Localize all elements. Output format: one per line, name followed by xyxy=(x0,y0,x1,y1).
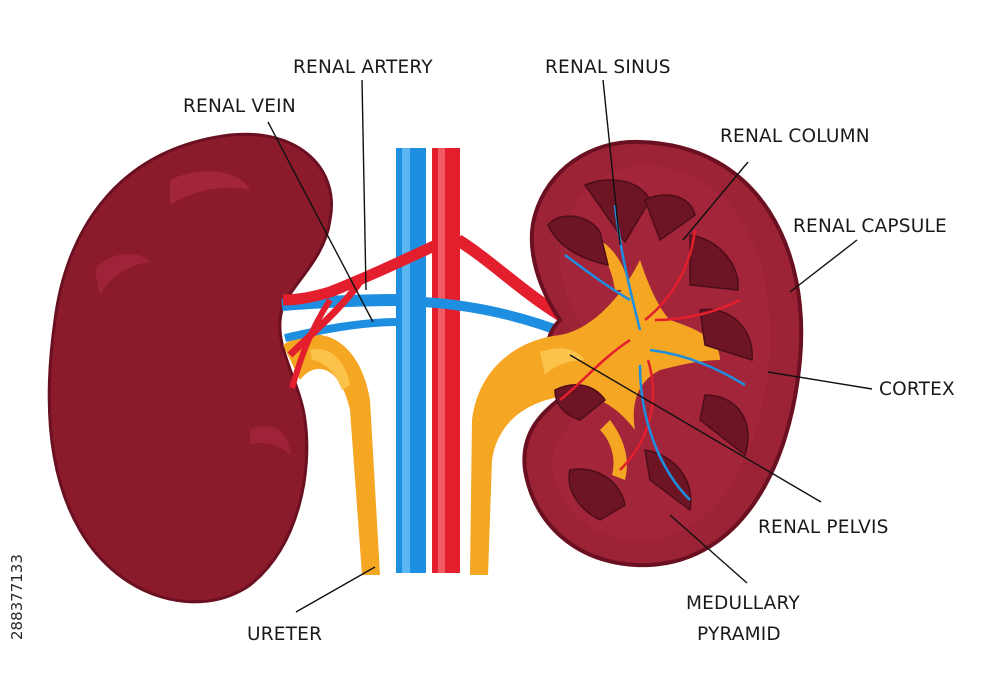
leader-cortex xyxy=(767,371,873,390)
leader-renal-pelvis xyxy=(569,354,822,503)
label-renal-artery: RENAL ARTERY xyxy=(293,57,433,78)
label-renal-column: RENAL COLUMN xyxy=(720,126,870,147)
left-renal-vessels xyxy=(281,240,439,389)
label-renal-vein: RENAL VEIN xyxy=(183,96,296,117)
inferior-vena-cava xyxy=(396,148,426,573)
medullary-pyramids xyxy=(547,179,753,521)
internal-vessel-branches xyxy=(559,204,746,501)
leader-renal-vein xyxy=(267,121,374,323)
label-cortex: CORTEX xyxy=(879,379,955,400)
label-medullary: MEDULLARY xyxy=(686,593,800,614)
leader-lines xyxy=(267,79,873,613)
leader-medullary-pyramid xyxy=(669,514,748,584)
leader-renal-artery xyxy=(361,79,367,291)
label-renal-capsule: RENAL CAPSULE xyxy=(793,216,947,237)
leader-renal-column xyxy=(682,161,749,241)
label-renal-pelvis: RENAL PELVIS xyxy=(758,517,889,538)
left-kidney xyxy=(47,132,333,604)
stock-id-text: 288377133 xyxy=(8,554,26,640)
labels: RENAL ARTERY RENAL VEIN RENAL SINUS RENA… xyxy=(183,57,955,645)
label-ureter: URETER xyxy=(247,624,322,645)
label-pyramid: PYRAMID xyxy=(697,624,781,645)
leader-ureter xyxy=(295,566,376,613)
leader-renal-sinus xyxy=(602,79,621,246)
label-renal-sinus: RENAL SINUS xyxy=(545,57,671,78)
left-ureter xyxy=(283,334,380,575)
aorta xyxy=(432,148,460,573)
leader-renal-capsule xyxy=(789,239,858,293)
